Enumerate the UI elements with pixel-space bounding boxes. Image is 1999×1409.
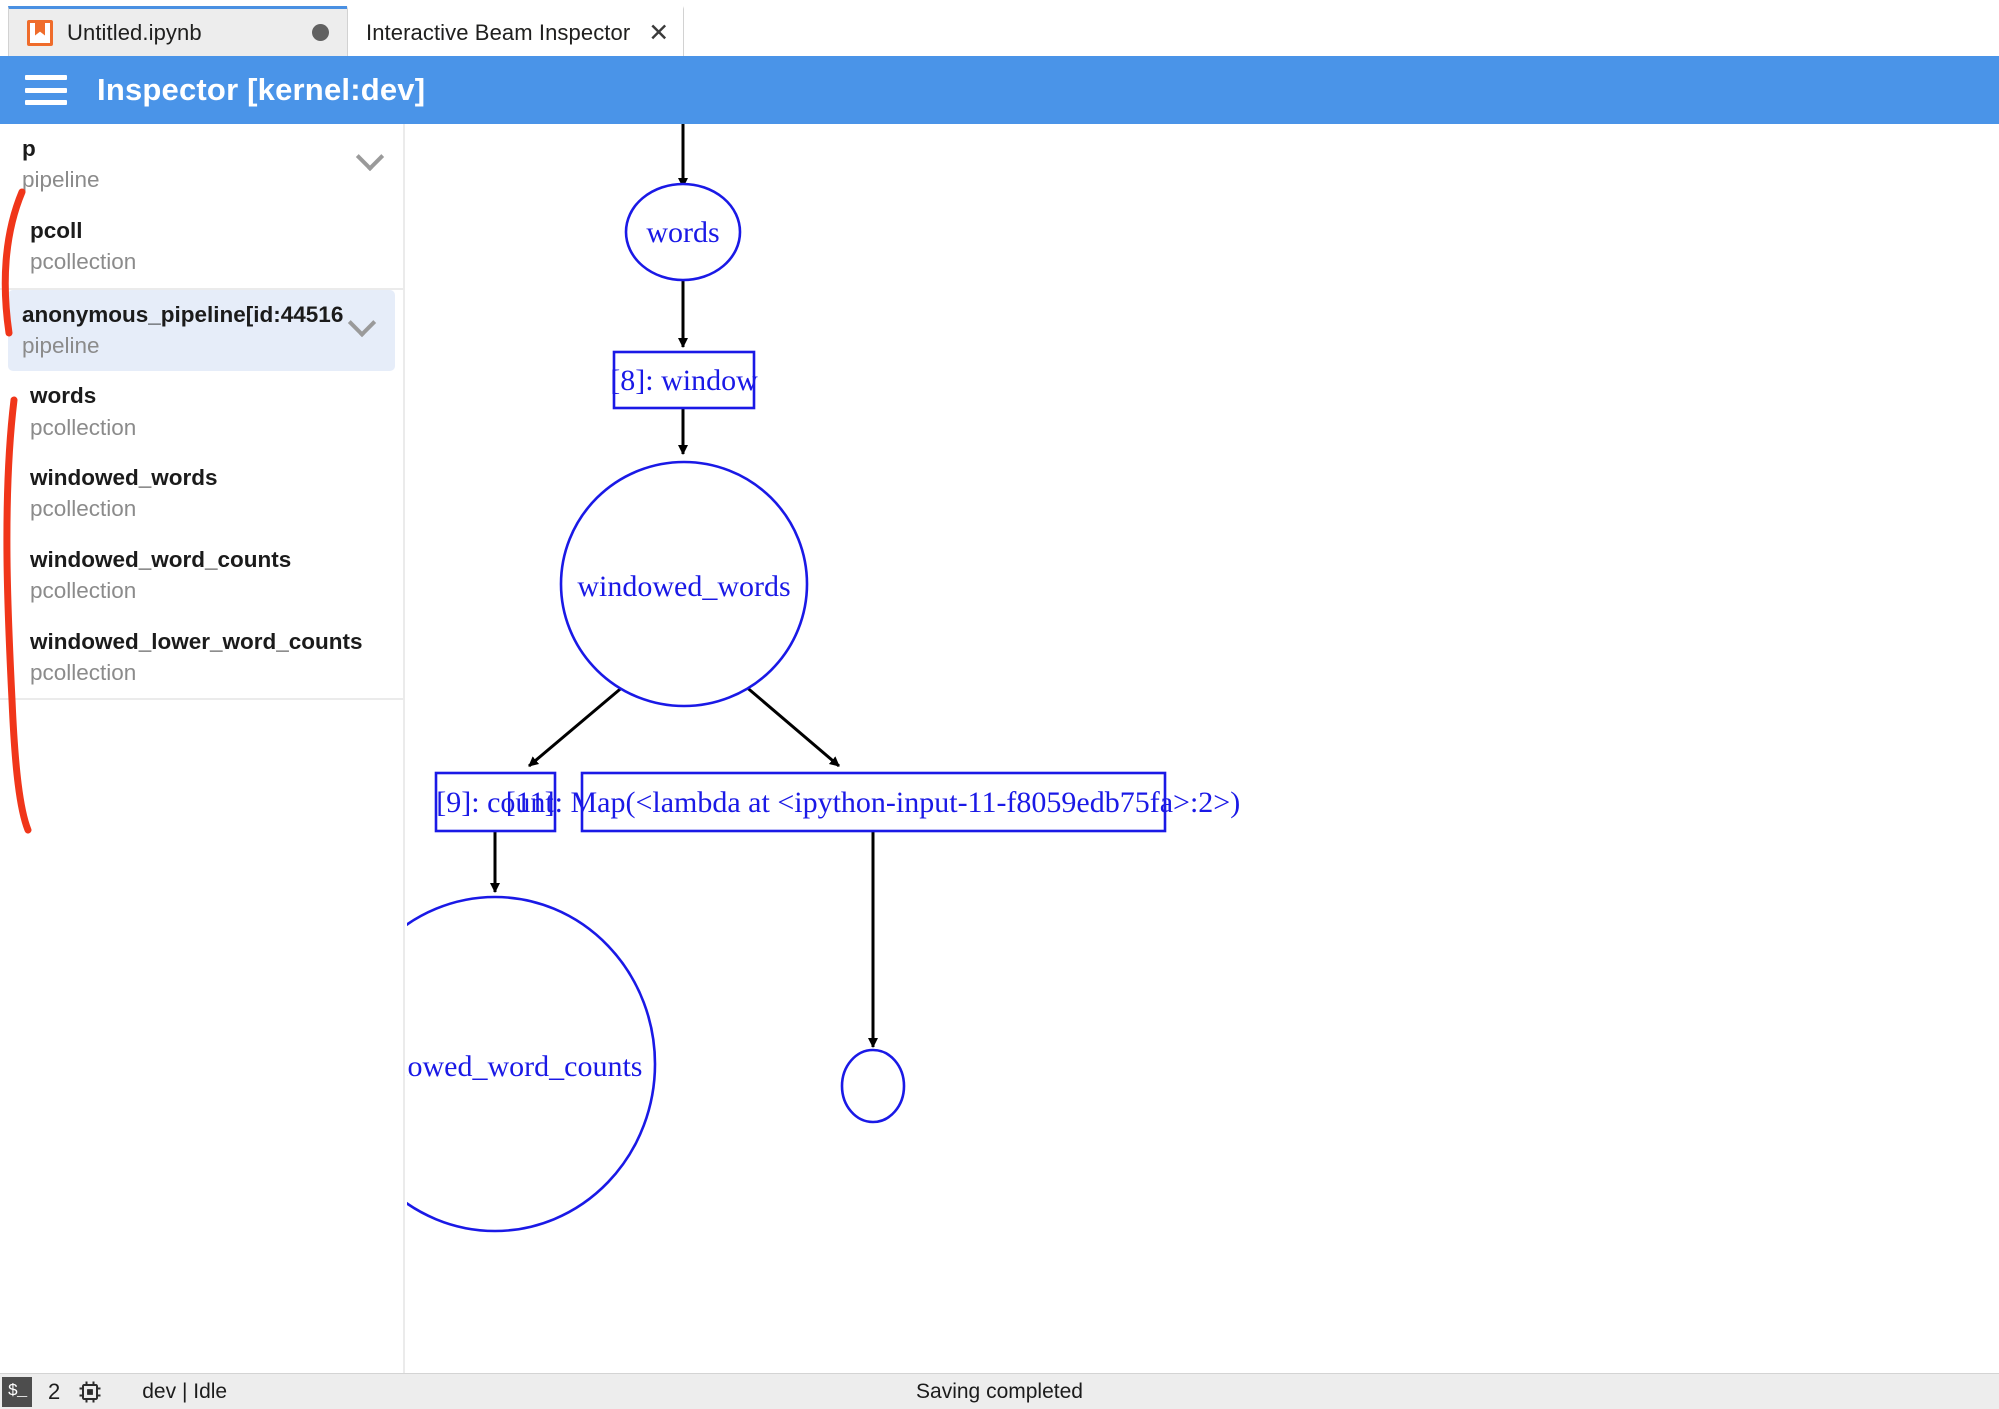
hamburger-menu-icon[interactable] xyxy=(25,75,67,105)
graph-node-unnamed-small[interactable] xyxy=(840,1048,906,1124)
cpu-chip-icon[interactable] xyxy=(76,1378,104,1406)
sidebar-item-anonymous-pipeline[interactable]: anonymous_pipeline[id:44516… pipeline xyxy=(8,289,395,372)
sidebar-item-label: anonymous_pipeline[id:44516… xyxy=(22,301,345,327)
graph-node-label: windowed_word_counts xyxy=(407,1050,642,1083)
graph-node-label: [11]: Map(<lambda at <ipython-input-11-f… xyxy=(506,786,1240,819)
sidebar-item-p[interactable]: p pipeline xyxy=(0,124,403,206)
graph-node-map-lambda[interactable]: [11]: Map(<lambda at <ipython-input-11-f… xyxy=(506,771,1240,833)
chevron-down-icon[interactable] xyxy=(345,304,379,338)
kernel-status[interactable]: dev | Idle xyxy=(142,1379,228,1403)
sidebar-item-type: pcollection xyxy=(30,496,137,522)
edge-windowedwords-to-count xyxy=(528,683,626,768)
tab-interactive-beam-inspector[interactable]: Interactive Beam Inspector ✕ xyxy=(347,6,685,56)
sidebar-item-type: pipeline xyxy=(22,167,100,193)
tab-label: Untitled.ipynb xyxy=(67,19,202,45)
graph-node-window[interactable]: [8]: window xyxy=(610,350,758,410)
chevron-down-icon[interactable] xyxy=(353,138,387,172)
terminal-icon[interactable]: $_ xyxy=(2,1376,32,1407)
tab-untitled-ipynb[interactable]: Untitled.ipynb xyxy=(8,6,348,56)
graph-node-windowed-words[interactable]: windowed_words xyxy=(559,460,809,708)
graph-node-label: windowed_words xyxy=(577,570,790,603)
sidebar-item-windowed-words[interactable]: windowed_words pcollection xyxy=(0,453,403,535)
modified-dot-icon[interactable] xyxy=(312,24,329,41)
sidebar-item-label: p xyxy=(22,136,36,161)
sidebar-item-pcoll[interactable]: pcoll pcollection xyxy=(0,206,403,288)
pipeline-graph-panel[interactable]: words [8]: window windowed_words [9]: co… xyxy=(407,124,1999,1373)
sidebar-item-label: windowed_lower_word_counts xyxy=(30,628,363,654)
sidebar-empty-area xyxy=(0,698,403,1219)
status-bar: $_ 2 dev | Idle Saving completed xyxy=(0,1373,1999,1409)
pipeline-group-p: p pipeline pcoll pcollection xyxy=(0,124,403,288)
graph-node-label: words xyxy=(646,216,719,249)
status-message: Saving completed xyxy=(916,1379,1083,1403)
graph-node-windowed-word-counts[interactable]: windowed_word_counts xyxy=(407,895,657,1233)
tab-bar: Untitled.ipynb Interactive Beam Inspecto… xyxy=(0,0,1999,56)
sidebar-item-type: pcollection xyxy=(30,414,137,440)
inspector-body: p pipeline pcoll pcollection anonymous_p… xyxy=(0,124,1999,1373)
sidebar-item-label: pcoll xyxy=(30,217,83,243)
sidebar-item-type: pipeline xyxy=(22,332,100,358)
sidebar-item-type: pcollection xyxy=(30,659,137,685)
inspectables-sidebar[interactable]: p pipeline pcoll pcollection anonymous_p… xyxy=(0,124,405,1373)
sidebar-item-type: pcollection xyxy=(30,249,137,275)
sidebar-item-windowed-lower-word-counts[interactable]: windowed_lower_word_counts pcollection xyxy=(0,617,403,699)
graph-node-label: [8]: window xyxy=(610,364,758,397)
sidebar-item-type: pcollection xyxy=(30,578,137,604)
sidebar-item-label: windowed_words xyxy=(30,465,218,490)
inspector-header: Inspector [kernel:dev] xyxy=(0,56,1999,124)
terminal-count: 2 xyxy=(48,1378,61,1404)
graph-node-count[interactable]: [9]: count xyxy=(434,771,557,833)
sidebar-item-windowed-word-counts[interactable]: windowed_word_counts pcollection xyxy=(0,535,403,617)
sidebar-item-words[interactable]: words pcollection xyxy=(0,371,403,453)
pipeline-group-anonymous: anonymous_pipeline[id:44516… pipeline wo… xyxy=(0,287,403,699)
page-title: Inspector [kernel:dev] xyxy=(97,72,426,107)
notebook-icon xyxy=(27,19,53,46)
graph-node-words[interactable]: words xyxy=(624,182,742,282)
close-icon[interactable]: ✕ xyxy=(648,18,670,47)
edge-windowedwords-to-map xyxy=(743,683,840,768)
graph-node-label: [9]: count xyxy=(436,786,554,819)
tab-label: Interactive Beam Inspector xyxy=(366,19,631,45)
pipeline-graph: words [8]: window windowed_words [9]: co… xyxy=(407,124,1240,1233)
sidebar-item-label: words xyxy=(30,383,97,409)
sidebar-item-label: windowed_word_counts xyxy=(30,546,292,572)
